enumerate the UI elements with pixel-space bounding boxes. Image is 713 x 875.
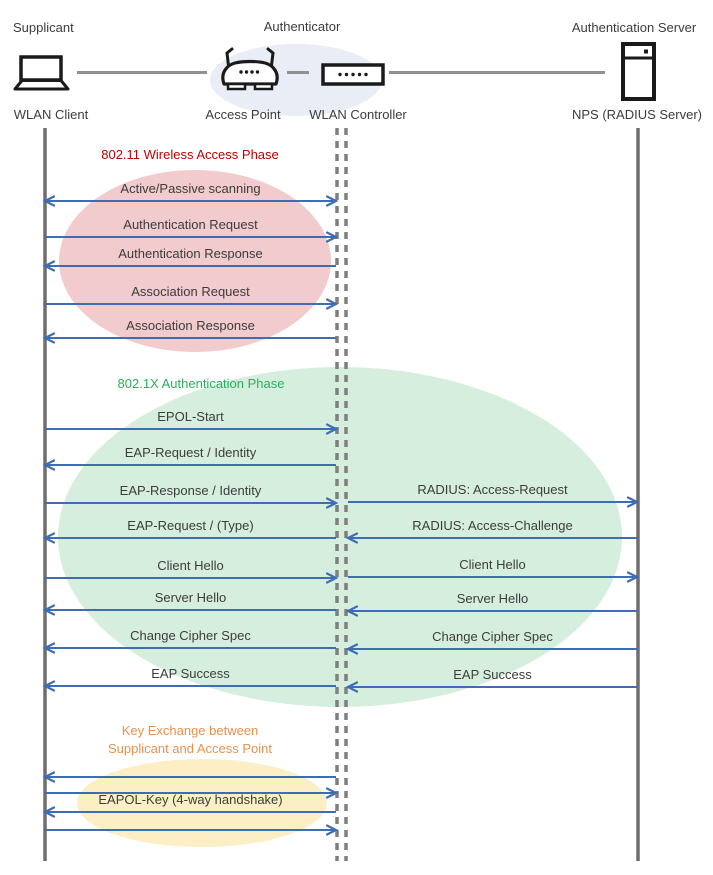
connector-ap-controller xyxy=(287,71,309,74)
message-label: Client Hello xyxy=(459,557,526,572)
arrowhead-icon xyxy=(325,298,339,310)
arrowhead-icon xyxy=(325,423,339,435)
arrowhead-icon xyxy=(42,771,56,783)
wireless-access-phase-ellipse xyxy=(59,170,331,352)
access-point-icon xyxy=(221,47,279,91)
server-icon xyxy=(621,42,656,101)
message-label: Authentication Response xyxy=(118,246,263,261)
arrowhead-icon xyxy=(42,642,56,654)
role-label-authentication-server: Authentication Server xyxy=(571,20,697,35)
message-label: Server Hello xyxy=(154,590,227,605)
node-label-wlan-controller: WLAN Controller xyxy=(309,107,407,122)
arrowhead-icon xyxy=(42,604,56,616)
arrowhead-icon xyxy=(345,681,359,693)
connector-client-ap xyxy=(77,71,207,74)
connector-controller-server xyxy=(389,71,605,74)
key-exchange-phase-ellipse xyxy=(77,759,327,847)
arrowhead-icon xyxy=(42,459,56,471)
arrowhead-icon xyxy=(325,572,339,584)
arrowhead-icon xyxy=(345,532,359,544)
arrowhead-icon xyxy=(42,806,56,818)
message-label: EAP Success xyxy=(453,667,532,682)
message-label: EAP-Request / (Type) xyxy=(127,518,254,533)
wireless-access-phase-title: 802.11 Wireless Access Phase xyxy=(101,147,279,162)
arrowhead-icon xyxy=(325,195,339,207)
node-label-access-point: Access Point xyxy=(205,107,281,122)
arrowhead-icon xyxy=(325,787,339,799)
arrowhead-icon xyxy=(325,231,339,243)
key-exchange-phase-title: Key Exchange between xyxy=(121,723,259,738)
message-label: EAP-Response / Identity xyxy=(119,483,262,498)
arrowhead-icon xyxy=(325,497,339,509)
arrowhead-icon xyxy=(325,824,339,836)
message-label: Change Cipher Spec xyxy=(130,628,251,643)
wlan-controller-icon xyxy=(321,63,385,86)
message-label: EAP Success xyxy=(151,666,230,681)
message-label: RADIUS: Access-Challenge xyxy=(412,518,573,533)
role-label-supplicant: Supplicant xyxy=(13,20,74,35)
role-label-authenticator: Authenticator xyxy=(263,19,341,34)
message-label: Association Response xyxy=(126,318,255,333)
arrowhead-icon xyxy=(626,571,640,583)
message-label: Association Request xyxy=(131,284,250,299)
message-label: Change Cipher Spec xyxy=(432,629,553,644)
arrowhead-icon xyxy=(345,605,359,617)
message-label: EPOL-Start xyxy=(157,409,224,424)
message-label: EAPOL-Key (4-way handshake) xyxy=(98,792,283,807)
authentication-phase-title: 802.1X Authentication Phase xyxy=(117,376,285,391)
arrowhead-icon xyxy=(42,680,56,692)
node-label-nps-radius-server: NPS (RADIUS Server) xyxy=(571,107,703,122)
arrowhead-icon xyxy=(42,532,56,544)
message-label: Server Hello xyxy=(456,591,529,606)
message-label: EAP-Request / Identity xyxy=(124,445,257,460)
arrowhead-icon xyxy=(626,496,640,508)
message-label: Active/Passive scanning xyxy=(120,181,261,196)
laptop-icon xyxy=(13,55,70,91)
message-label: Client Hello xyxy=(157,558,224,573)
arrowhead-icon xyxy=(42,332,56,344)
arrowhead-icon xyxy=(42,260,56,272)
arrowhead-icon xyxy=(42,195,56,207)
key-exchange-phase-title: Supplicant and Access Point xyxy=(107,741,273,756)
message-label: Authentication Request xyxy=(123,217,258,232)
authentication-phase-ellipse xyxy=(58,367,622,707)
message-label: RADIUS: Access-Request xyxy=(417,482,568,497)
arrowhead-icon xyxy=(345,643,359,655)
node-label-wlan-client: WLAN Client xyxy=(13,107,89,122)
